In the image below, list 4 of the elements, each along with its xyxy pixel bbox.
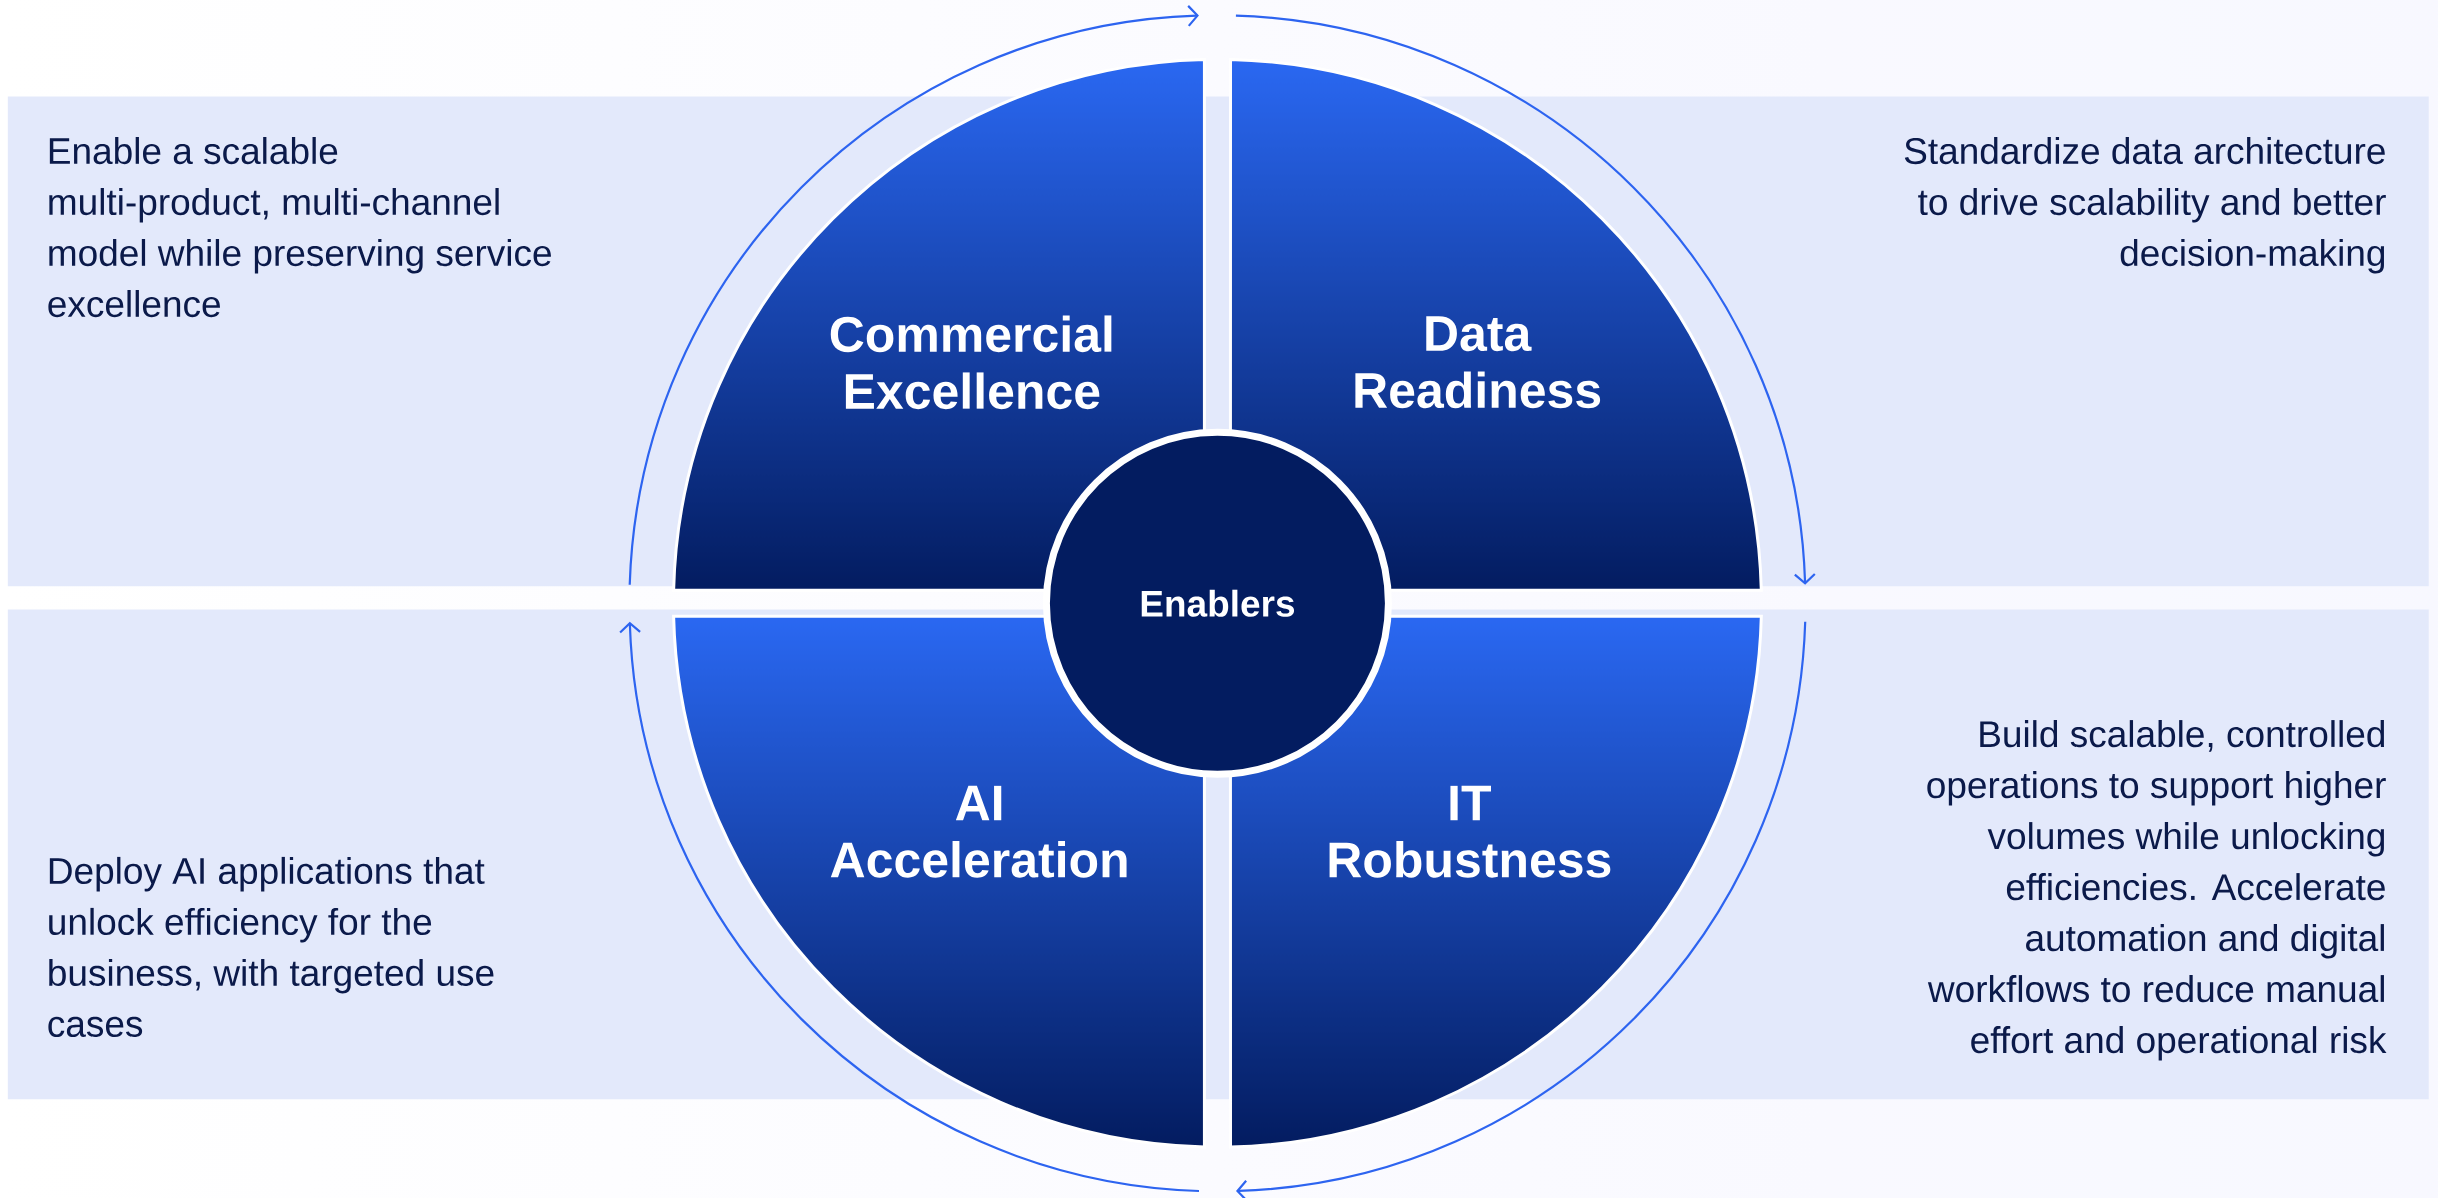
description-text: Standardize data architecture to drive scalability and better decision-making [1904,137,2386,274]
description-text: Deploy AI applications that unlock efficiency for the business, with targeted use cases [48,856,494,1038]
description-text: Build scalable, controlled operations to support higher volumes while unlocking efficiencies. Accelerate automation and digital workflows to reduce manual effort and operational risk [1927,720,2387,1061]
description-text: Enable a scalable multi-product, multi-channel model while preserving service excellence [48,137,551,318]
